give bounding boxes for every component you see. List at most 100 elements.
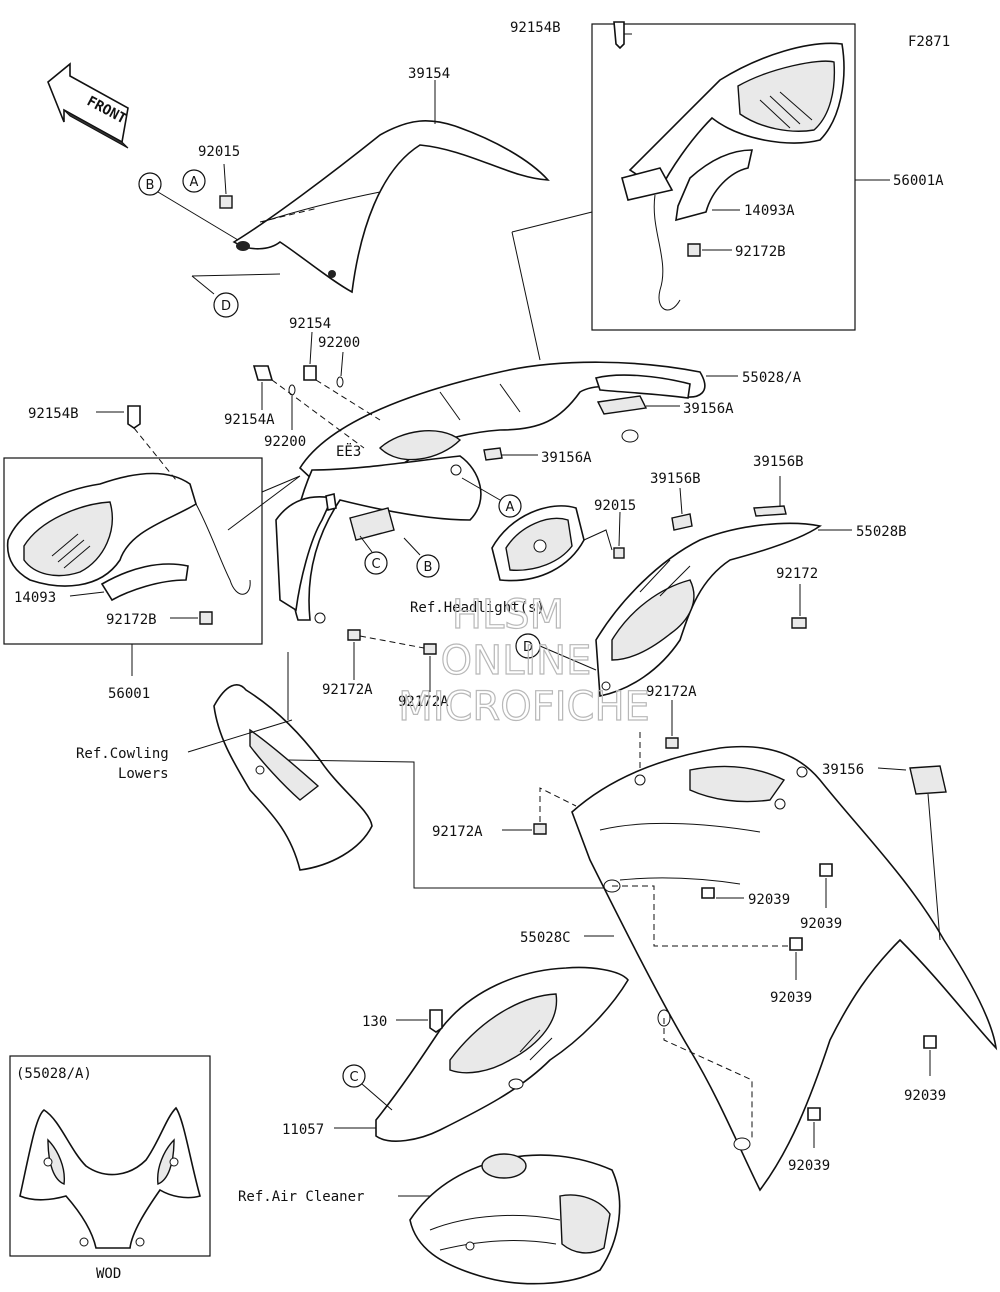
marker-D-mid: D bbox=[515, 633, 597, 671]
leader-92200-top bbox=[340, 351, 344, 377]
svg-text:ONLINE: ONLINE bbox=[441, 638, 592, 684]
leader-39156-down bbox=[927, 793, 941, 941]
fastener-92039-b bbox=[819, 863, 833, 877]
part-92015-top bbox=[219, 195, 233, 209]
dash-cowl-fasteners bbox=[612, 885, 790, 1140]
bolt-92154B-left bbox=[127, 405, 141, 429]
label-92039-a: 92039 bbox=[748, 892, 790, 908]
screw-92172A-b bbox=[423, 643, 437, 655]
label-14093: 14093 bbox=[14, 590, 56, 606]
leader-marker-B bbox=[403, 537, 421, 556]
leader-marker-A bbox=[461, 477, 501, 501]
windshield-part bbox=[232, 120, 550, 294]
leader-cowling-ref bbox=[187, 719, 612, 889]
svg-text:HLSM: HLSM bbox=[452, 592, 564, 638]
stay-bracket-11057-part bbox=[375, 966, 629, 1142]
label-92172B-left: 92172B bbox=[106, 612, 157, 628]
svg-text:D: D bbox=[523, 640, 533, 655]
fastener-92039-c bbox=[789, 937, 803, 951]
label-55028C: 55028C bbox=[520, 930, 571, 946]
screw-92172A-c bbox=[665, 737, 679, 749]
leader-92154 bbox=[309, 331, 313, 365]
svg-text:EЁ3: EЁ3 bbox=[336, 442, 361, 460]
label-55028B: 55028B bbox=[856, 524, 907, 540]
main-side-cowl-55028C-part bbox=[571, 745, 998, 1192]
label-39156B-a: 39156B bbox=[650, 471, 701, 487]
sticker-39156A-b bbox=[483, 447, 503, 461]
svg-text:C: C bbox=[349, 1070, 358, 1085]
label-92172A-a: 92172A bbox=[322, 682, 373, 698]
inset-upper-cowl-part bbox=[19, 1106, 201, 1249]
svg-text:A: A bbox=[190, 175, 199, 190]
label-92039-b: 92039 bbox=[800, 916, 842, 932]
sticker-39156A-a bbox=[596, 395, 648, 415]
svg-text:A: A bbox=[506, 500, 515, 515]
marker-D-top: D bbox=[191, 273, 281, 318]
mirror-right-part bbox=[621, 42, 845, 311]
screw-92172 bbox=[791, 617, 807, 629]
label-55028A: 55028/A bbox=[742, 370, 802, 386]
label-39154: 39154 bbox=[408, 66, 450, 82]
label-92154B-left: 92154B bbox=[28, 406, 79, 422]
part-92015-mid bbox=[613, 547, 625, 559]
label-130: 130 bbox=[362, 1014, 387, 1030]
label-39156B-b: 39156B bbox=[753, 454, 804, 470]
air-cleaner-ref-part bbox=[409, 1153, 621, 1285]
mirror-right-box bbox=[591, 23, 856, 331]
ref-headlight: Ref.Headlight(s) bbox=[410, 600, 545, 616]
fastener-92039-a bbox=[701, 887, 715, 899]
label-92015-top: 92015 bbox=[198, 144, 240, 160]
bolt-92154 bbox=[303, 365, 317, 381]
screw-92172A-a bbox=[347, 629, 361, 641]
svg-text:B: B bbox=[146, 178, 155, 193]
svg-text:MICROFICHE: MICROFICHE bbox=[398, 684, 650, 730]
leader-marker-C bbox=[359, 535, 373, 553]
inset-title: (55028/A) bbox=[16, 1066, 92, 1082]
label-92200-top: 92200 bbox=[318, 335, 360, 351]
mirror-left-box bbox=[3, 457, 263, 645]
svg-text:D: D bbox=[221, 299, 231, 314]
screw-92172A-d bbox=[533, 823, 547, 835]
label-92172A-c: 92172A bbox=[646, 684, 697, 700]
label-56001A: 56001A bbox=[893, 173, 944, 189]
side-cowl-55028B-part bbox=[595, 522, 822, 697]
inset-box bbox=[9, 1055, 211, 1257]
screw-92172B-left bbox=[199, 611, 213, 625]
marker-A-top: A bbox=[182, 169, 206, 193]
label-92039-c: 92039 bbox=[770, 990, 812, 1006]
leader-14093 bbox=[69, 591, 105, 597]
leader-39156 bbox=[877, 767, 907, 771]
label-56001: 56001 bbox=[108, 686, 150, 702]
mirror-left-part bbox=[6, 472, 251, 595]
label-92154B-top: 92154B bbox=[510, 20, 561, 36]
headlight-part bbox=[491, 505, 613, 582]
label-92015-mid: 92015 bbox=[594, 498, 636, 514]
dash-92172A bbox=[359, 635, 425, 649]
figure-id: F2871 bbox=[908, 34, 950, 50]
bolt-130 bbox=[429, 1009, 443, 1033]
marker-C-mid: C bbox=[364, 551, 388, 575]
dash-lower-screws bbox=[539, 732, 641, 822]
dash-92154B-left bbox=[133, 427, 177, 481]
label-92154: 92154 bbox=[289, 316, 331, 332]
watermark: HLSM ONLINE MICROFICHE bbox=[398, 591, 651, 730]
label-92154A: 92154A bbox=[224, 412, 275, 428]
cowling-lower-ref-part bbox=[213, 684, 373, 871]
sticker-39156B-b bbox=[753, 505, 787, 517]
marker-C-bottom: C bbox=[342, 1064, 393, 1111]
label-39156: 39156 bbox=[822, 762, 864, 778]
leader-39156B-a bbox=[679, 487, 683, 515]
washer-92200-top bbox=[336, 376, 344, 388]
svg-text:C: C bbox=[371, 557, 380, 572]
fastener-92039-d bbox=[923, 1035, 937, 1049]
front-arrow-icon: FRONT bbox=[47, 62, 129, 149]
fastener-92039-e bbox=[807, 1107, 821, 1121]
bracket-14093A-part bbox=[675, 149, 753, 222]
inner-stay-part bbox=[275, 455, 482, 624]
marker-B-mid: B bbox=[416, 554, 440, 578]
inset-caption: WOD bbox=[96, 1266, 121, 1282]
ref-air-cleaner: Ref.Air Cleaner bbox=[238, 1189, 364, 1205]
marker-A-mid: A bbox=[498, 494, 522, 518]
marker-B-top: B bbox=[138, 172, 239, 241]
